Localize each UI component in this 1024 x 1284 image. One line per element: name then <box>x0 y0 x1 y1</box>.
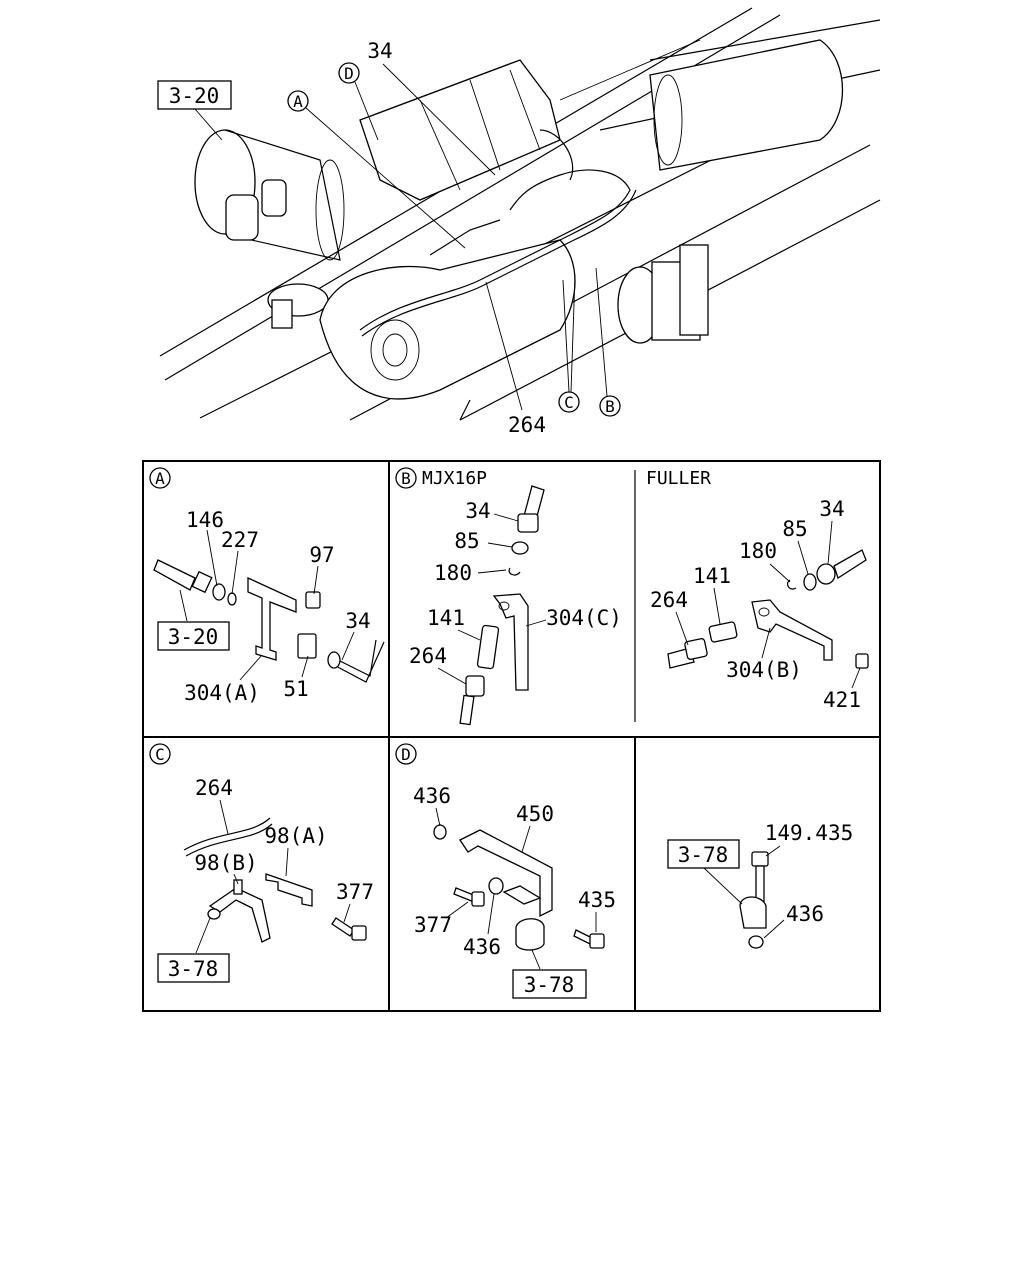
panel-b-title: MJX16P <box>422 468 487 489</box>
callout-a-circle <box>287 90 309 112</box>
panel-b-letter: B <box>401 469 411 488</box>
label-b-85: 85 <box>454 529 479 553</box>
bolt-377-c <box>351 925 367 941</box>
fitting-141-b <box>476 624 500 670</box>
label-d-450: 450 <box>516 802 554 826</box>
fitting-34-b <box>517 513 539 533</box>
clip-3-78-d <box>515 918 545 951</box>
label-c-377: 377 <box>336 880 374 904</box>
fitting-264-fuller <box>684 638 708 660</box>
label-b-180: 180 <box>434 561 472 585</box>
panel-fuller: FULLER 34 85 180 141 264 304(B) 421 <box>646 468 869 712</box>
panel-d-letter-circle <box>395 743 417 765</box>
label-b-34: 34 <box>465 499 490 523</box>
label-fuller-85: 85 <box>782 517 807 541</box>
overview-ref-label: 3-20 <box>169 84 220 108</box>
overview-callout-c: C <box>564 393 574 412</box>
panel-c: C 264 98(A) 98(B) 377 3-78 <box>149 743 374 983</box>
panel-d: D 436 450 377 436 435 3-78 <box>395 743 616 999</box>
label-a-51: 51 <box>283 677 308 701</box>
panel-b: B MJX16P 34 85 180 141 304(C) 264 <box>395 467 622 726</box>
panel-a-letter: A <box>155 469 165 488</box>
overview-illustration: 3-20 34 D A B C 264 <box>157 7 881 437</box>
bracket-450 <box>459 829 553 918</box>
label-a-304a: 304(A) <box>184 681 260 705</box>
air-tank <box>194 129 345 329</box>
label-a-146: 146 <box>186 508 224 532</box>
bracket-304a <box>247 576 297 661</box>
fitting-141-fuller <box>708 621 738 643</box>
label-fuller-304b: 304(B) <box>726 658 802 682</box>
panel-c-letter-circle <box>149 743 171 765</box>
bolt-377-d <box>471 891 485 907</box>
label-fuller-264: 264 <box>650 588 688 612</box>
label-fuller-141: 141 <box>693 564 731 588</box>
hose-34-fitting <box>153 559 196 591</box>
bolt-149-435 <box>755 865 765 903</box>
panel-c-letter: C <box>155 745 165 764</box>
label-fuller-180: 180 <box>739 539 777 563</box>
panel-a: A 146 227 97 34 3-20 304(A) 51 <box>149 467 385 705</box>
bracket-98a <box>265 873 313 907</box>
panel-a-ref-label: 3-20 <box>168 625 219 649</box>
label-d-436-mid: 436 <box>463 935 501 959</box>
label-e-436: 436 <box>786 902 824 926</box>
transmission <box>319 59 576 400</box>
panel-e-ref-label: 3-78 <box>678 843 729 867</box>
panel-e: 3-78 149.435 436 <box>667 821 854 949</box>
callout-b-circle <box>599 395 621 417</box>
panel-a-letter-circle <box>149 467 171 489</box>
fuel-tank <box>649 39 844 171</box>
label-c-98b: 98(B) <box>194 851 257 875</box>
label-c-98a: 98(A) <box>264 824 327 848</box>
label-d-377: 377 <box>414 913 452 937</box>
panel-a-ref-box[interactable] <box>157 621 230 651</box>
overview-callout-b: B <box>605 397 615 416</box>
pipe-264-c <box>183 817 273 857</box>
overview-ref-box[interactable] <box>157 80 232 110</box>
fitting-51 <box>297 633 317 659</box>
panel-d-ref-box[interactable] <box>512 969 587 999</box>
panel-d-ref-label: 3-78 <box>524 973 575 997</box>
label-b-264: 264 <box>409 644 447 668</box>
label-d-436-top: 436 <box>413 784 451 808</box>
fitting-34-fuller <box>816 563 836 585</box>
label-e-149-435: 149.435 <box>765 821 854 845</box>
label-a-227: 227 <box>221 528 259 552</box>
panel-b-letter-circle <box>395 467 417 489</box>
panel-e-ref-box[interactable] <box>667 839 740 869</box>
panel-fuller-title: FULLER <box>646 468 711 489</box>
label-b-141: 141 <box>427 606 465 630</box>
panel-c-ref-box[interactable] <box>157 953 230 983</box>
panel-d-letter: D <box>401 745 411 764</box>
callout-d-circle <box>338 62 360 84</box>
label-fuller-34: 34 <box>819 497 844 521</box>
label-a-97: 97 <box>309 543 334 567</box>
overview-callout-d: D <box>344 64 354 83</box>
bracket-304b <box>751 599 833 661</box>
label-a-34: 34 <box>345 609 370 633</box>
brake-chamber <box>617 244 709 344</box>
overview-label-34: 34 <box>367 39 392 63</box>
bracket-98b <box>208 887 271 943</box>
clip-3-78-e <box>739 896 767 929</box>
overview-callout-a: A <box>293 92 303 111</box>
label-c-264: 264 <box>195 776 233 800</box>
label-b-304c: 304(C) <box>546 606 622 630</box>
bracket-304c <box>492 593 529 691</box>
label-d-435: 435 <box>578 888 616 912</box>
detail-grid <box>142 460 881 1012</box>
pipe-route <box>359 129 637 337</box>
overview-label-264: 264 <box>508 413 546 437</box>
panel-c-ref-label: 3-78 <box>168 957 219 981</box>
label-fuller-421: 421 <box>823 688 861 712</box>
